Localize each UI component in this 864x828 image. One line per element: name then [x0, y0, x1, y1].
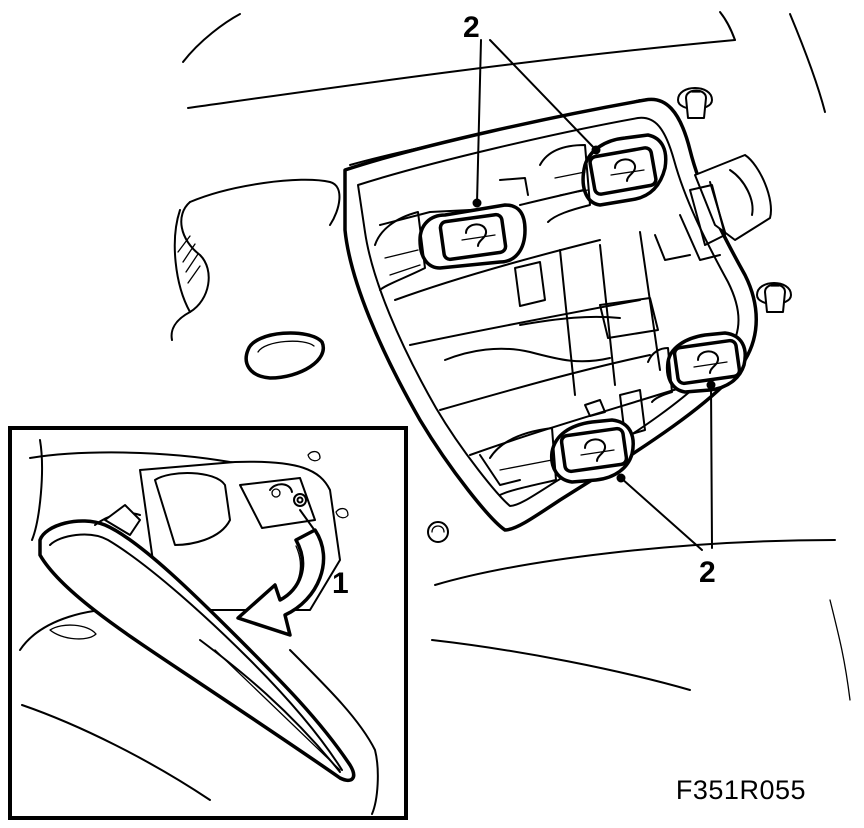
callout-leaders — [476, 39, 713, 551]
callout-1: 1 — [332, 567, 349, 600]
lamp-housing — [343, 97, 758, 532]
bulb-holder-icon — [610, 158, 645, 182]
figure-code: F351R055 — [675, 775, 806, 805]
curved-arrow-icon — [236, 528, 326, 637]
push-pin-top — [677, 87, 713, 119]
push-pin-right — [756, 282, 792, 313]
bulb-holder-icon — [461, 223, 496, 247]
callout-2-top: 2 — [463, 11, 480, 44]
bulb-holder-bottom-right — [647, 331, 747, 403]
bulb-holder-top-left — [374, 203, 527, 291]
bulb-holder-icon — [693, 350, 728, 374]
grab-handle-vent — [173, 209, 201, 313]
inset-detail: 1 — [8, 426, 408, 820]
bulb-holder-icon — [580, 438, 615, 462]
screw-head — [427, 521, 449, 543]
oval-cutout — [244, 331, 326, 380]
bulb-holder-top-right — [539, 133, 668, 223]
callout-2-bottom: 2 — [699, 556, 716, 589]
mounting-clip — [689, 154, 772, 246]
bulb-holder-bottom-left — [489, 418, 635, 496]
